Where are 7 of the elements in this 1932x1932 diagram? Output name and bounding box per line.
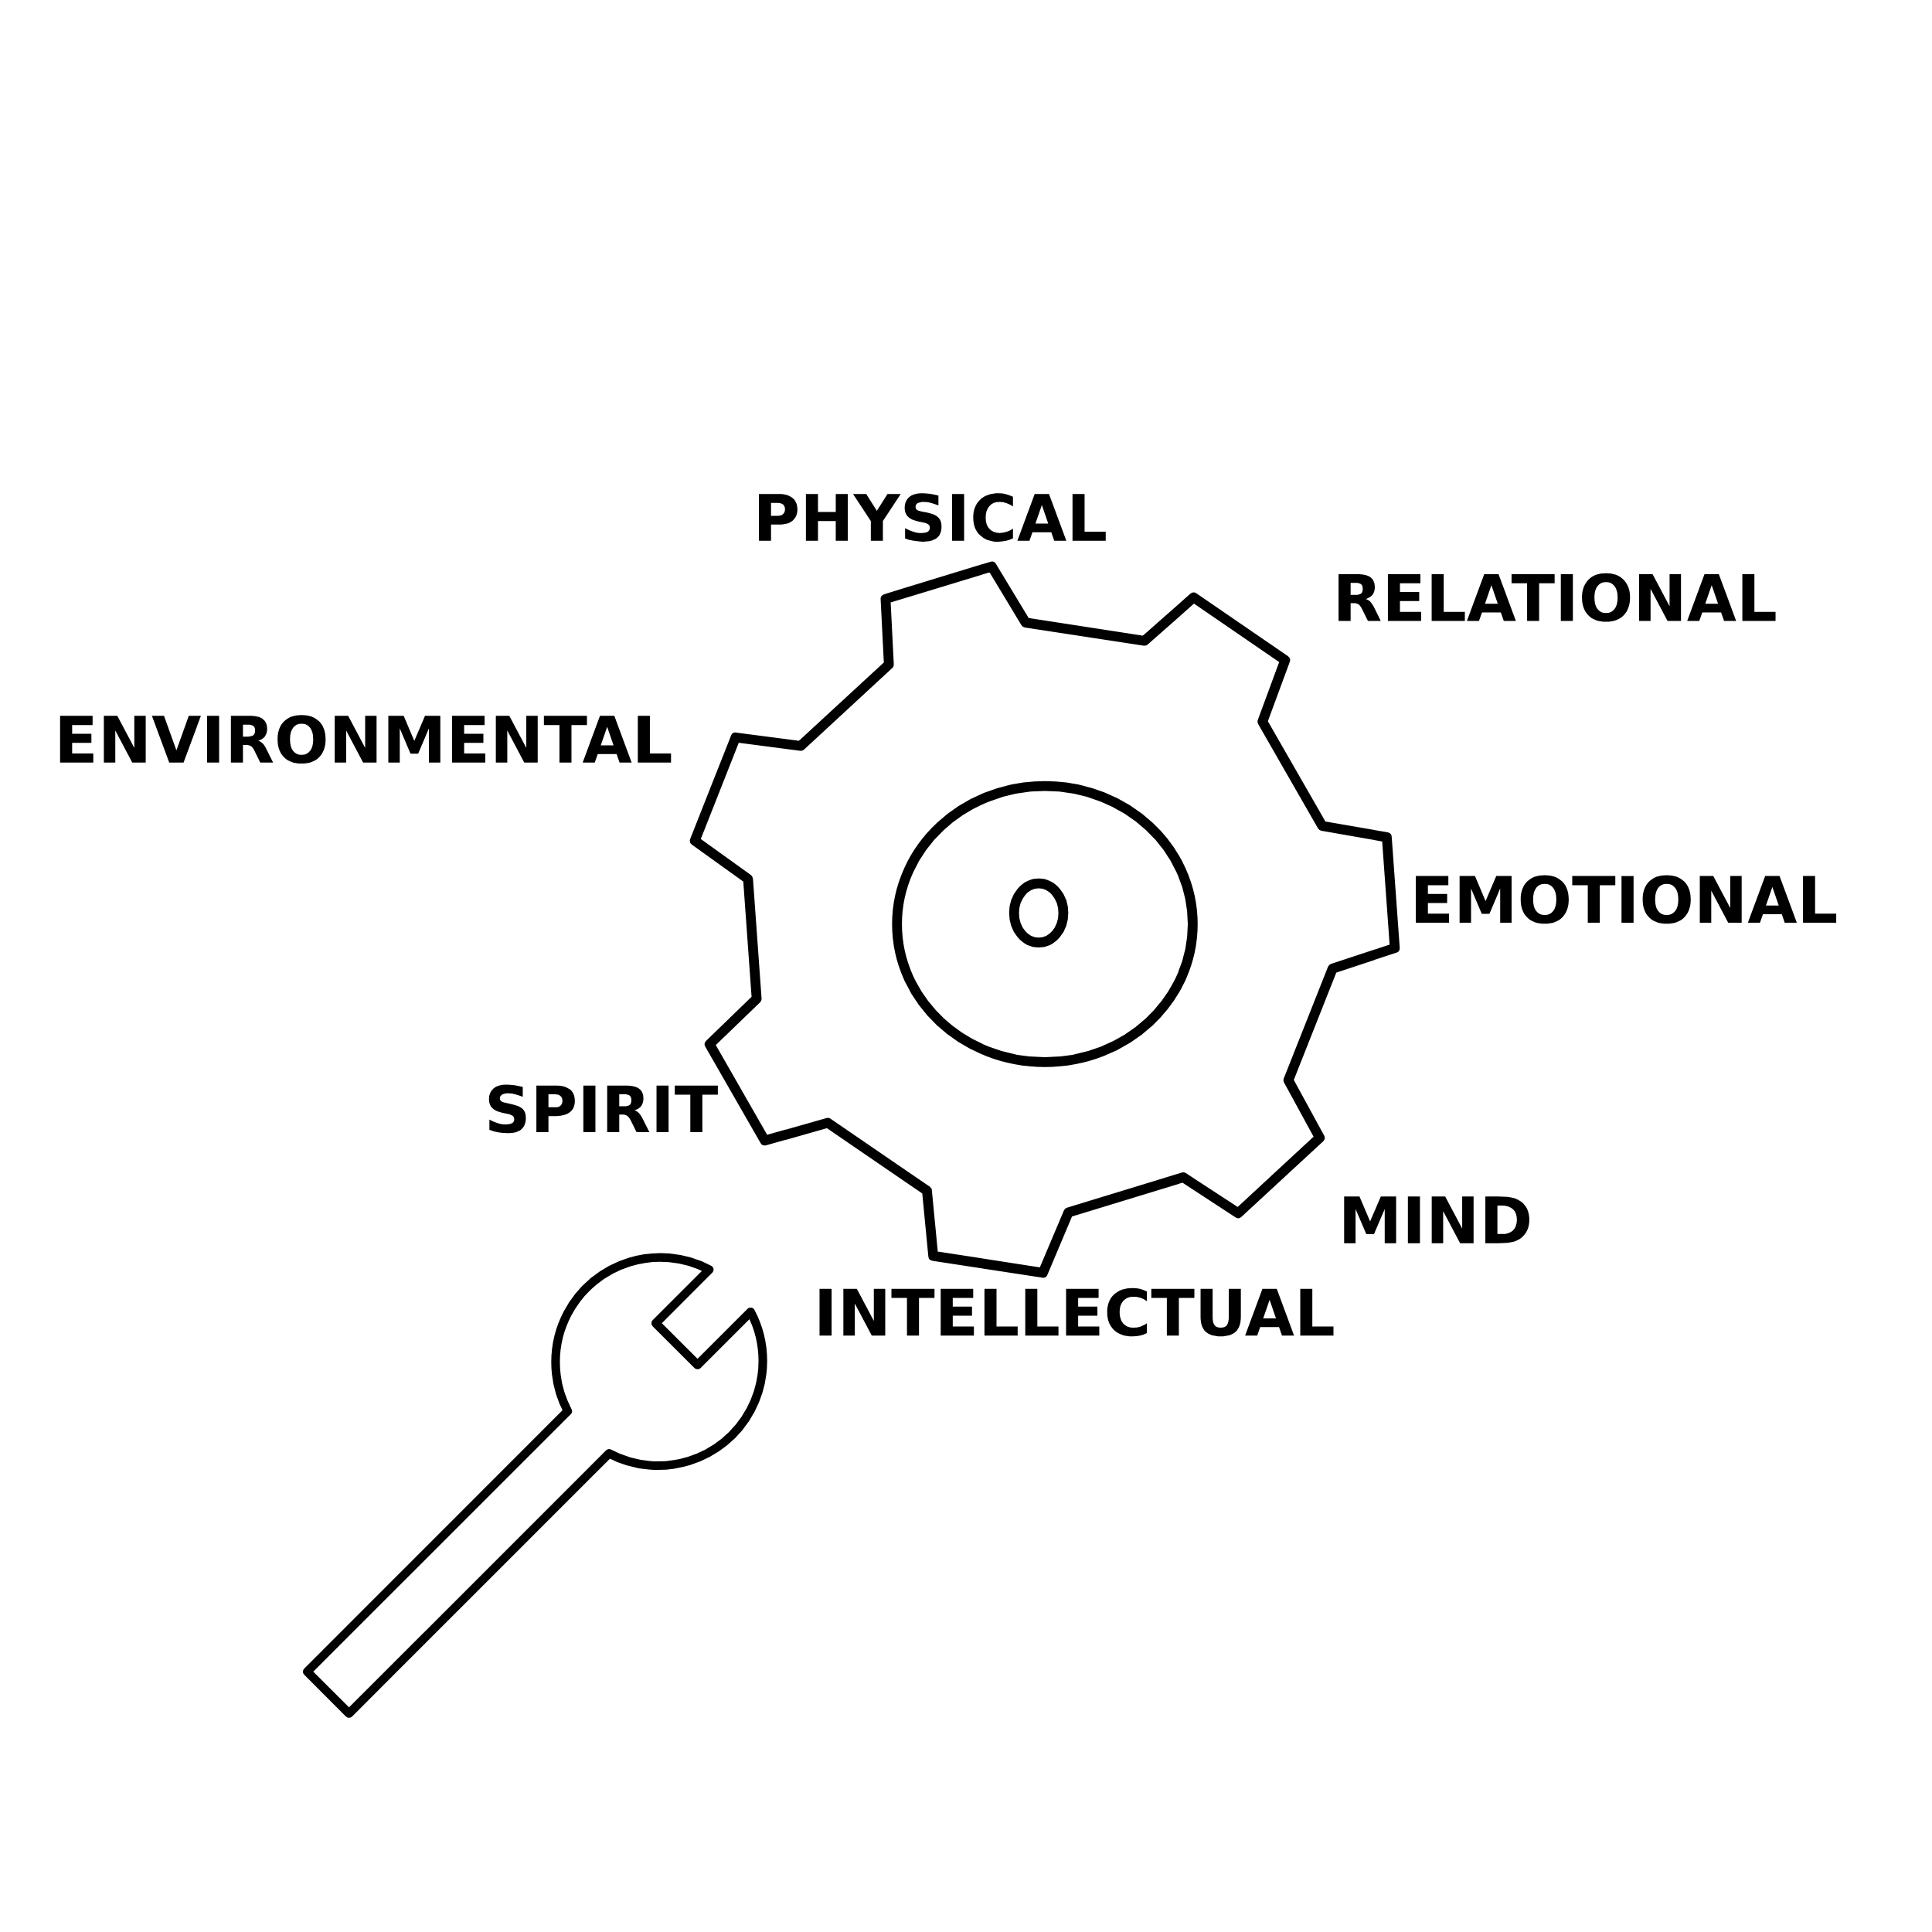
category-label: INTELLECTUAL bbox=[819, 1287, 1334, 1337]
category-label: EMOTIONAL bbox=[1416, 875, 1837, 924]
category-label: PHYSICAL bbox=[759, 493, 1106, 542]
category-label: RELATIONAL bbox=[1338, 573, 1776, 622]
category-label: SPIRIT bbox=[488, 1084, 718, 1134]
category-label: ENVIRONMENTAL bbox=[60, 715, 672, 764]
category-label: MIND bbox=[1344, 1196, 1529, 1243]
